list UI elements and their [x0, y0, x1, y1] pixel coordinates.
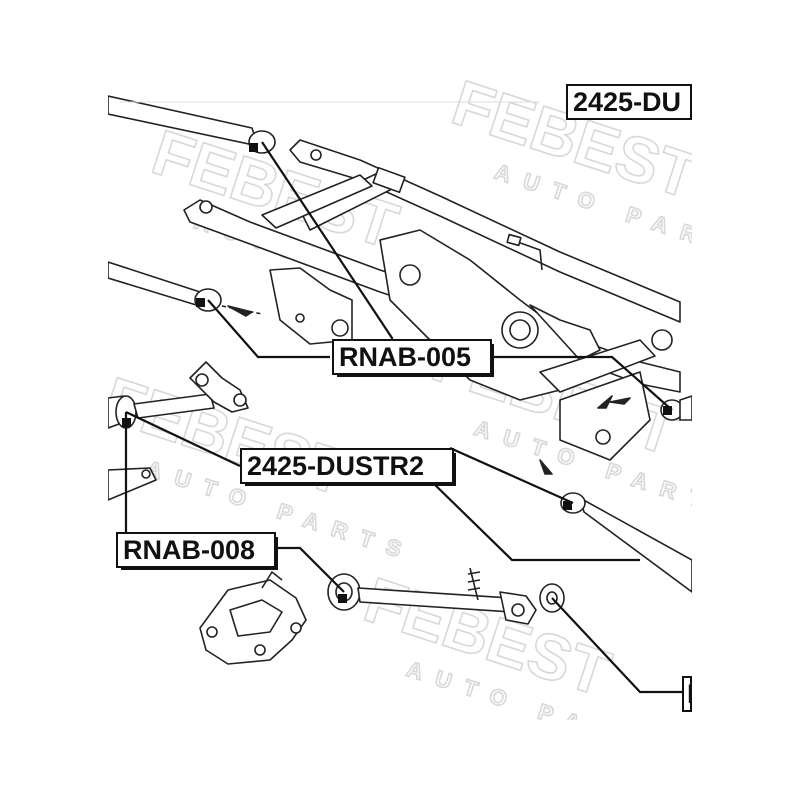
bushing-markers — [122, 143, 672, 603]
label-top-right: 2425-DU — [566, 84, 692, 120]
label-bottom-right: D — [682, 676, 692, 712]
leader-rnab005-c — [490, 355, 673, 411]
bushing-marker — [338, 594, 347, 603]
label-2425-dustr2: 2425-DUSTR2 — [240, 448, 456, 486]
leader-dustr2-a — [125, 411, 241, 467]
lateral-link — [108, 361, 249, 501]
label-rnab-008: RNAB-008 — [116, 532, 278, 570]
label-bottom-right-text: D — [687, 679, 690, 709]
knuckle-bracket — [199, 571, 307, 665]
leader-rnab005-b — [207, 299, 330, 359]
leader-rnab008-b — [276, 546, 345, 593]
bushing-marker — [663, 406, 672, 415]
bushing-marker — [563, 501, 572, 510]
leader-dustr2-b — [429, 479, 640, 562]
middle-control-arm — [108, 261, 263, 315]
bushing-marker — [196, 298, 205, 307]
direction-arrows — [227, 305, 631, 475]
bushing-marker — [122, 418, 131, 427]
label-top-right-text: 2425-DU — [573, 87, 682, 117]
label-rnab-005-text: RNAB-005 — [339, 342, 472, 372]
label-rnab-008-text: RNAB-008 — [123, 535, 256, 565]
label-rnab-005: RNAB-005 — [332, 339, 494, 377]
bushing-marker — [249, 143, 258, 152]
leader-d — [551, 597, 692, 694]
leader-dustr2-c — [449, 446, 574, 505]
label-2425-dustr2-text: 2425-DUSTR2 — [247, 451, 425, 481]
